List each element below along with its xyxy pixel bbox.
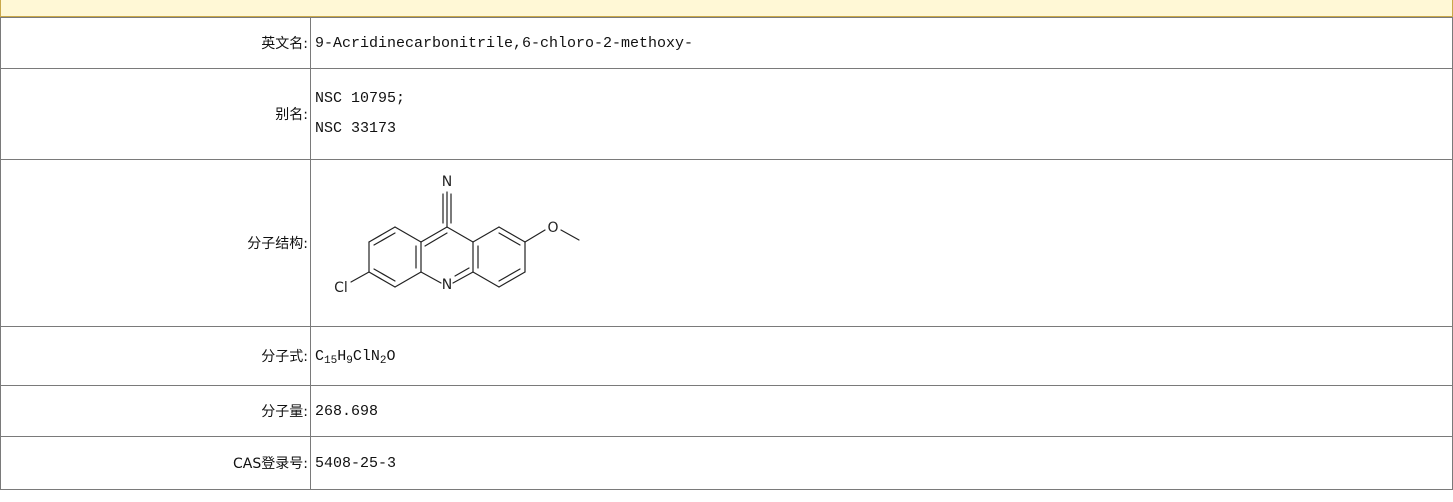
row-alias: 别名: NSC 10795; NSC 33173 <box>0 68 1453 160</box>
alias-cell: NSC 10795; NSC 33173 <box>310 68 1453 160</box>
formula-h: H <box>337 347 347 365</box>
compound-info-table: 英文名: 9-Acridinecarbonitrile,6-chloro-2-m… <box>0 17 1453 490</box>
formula-o: O <box>386 347 396 365</box>
formula-label: 分子式: <box>0 326 311 386</box>
cas-label: CAS登录号: <box>0 436 311 490</box>
formula-cl: ClN <box>352 347 380 365</box>
header-strip <box>0 0 1453 17</box>
ring-n-atom: N <box>442 277 452 293</box>
row-formula: 分子式: C15H9ClN2O <box>0 326 1453 386</box>
row-english-name: 英文名: 9-Acridinecarbonitrile,6-chloro-2-m… <box>0 17 1453 69</box>
formula-h-sub: 9 <box>346 354 353 367</box>
alias-value-2: NSC 33173 <box>315 120 397 137</box>
chlorine-atom: Cl <box>334 280 348 296</box>
row-structure: 分子结构: <box>0 159 1453 327</box>
row-mol-weight: 分子量: 268.698 <box>0 385 1453 437</box>
cas-value: 5408-25-3 <box>310 436 1453 490</box>
molecular-structure-image: N N O Cl <box>334 174 580 296</box>
structure-cell: N N O Cl <box>310 159 1453 327</box>
alias-label: 别名: <box>0 68 311 160</box>
row-cas: CAS登录号: 5408-25-3 <box>0 436 1453 490</box>
mol-weight-label: 分子量: <box>0 385 311 437</box>
formula-n-sub: 2 <box>379 354 387 367</box>
structure-label: 分子结构: <box>0 159 311 327</box>
formula-c-sub: 15 <box>324 354 338 367</box>
alias-value-1: NSC 10795; <box>315 90 406 107</box>
formula-c: C <box>315 347 325 365</box>
nitrile-n-atom: N <box>442 174 452 190</box>
oxygen-atom: O <box>547 220 558 236</box>
formula-value: C15H9ClN2O <box>310 326 1453 386</box>
mol-weight-value: 268.698 <box>310 385 1453 437</box>
english-name-label: 英文名: <box>0 17 311 69</box>
english-name-value: 9-Acridinecarbonitrile,6-chloro-2-methox… <box>310 17 1453 69</box>
